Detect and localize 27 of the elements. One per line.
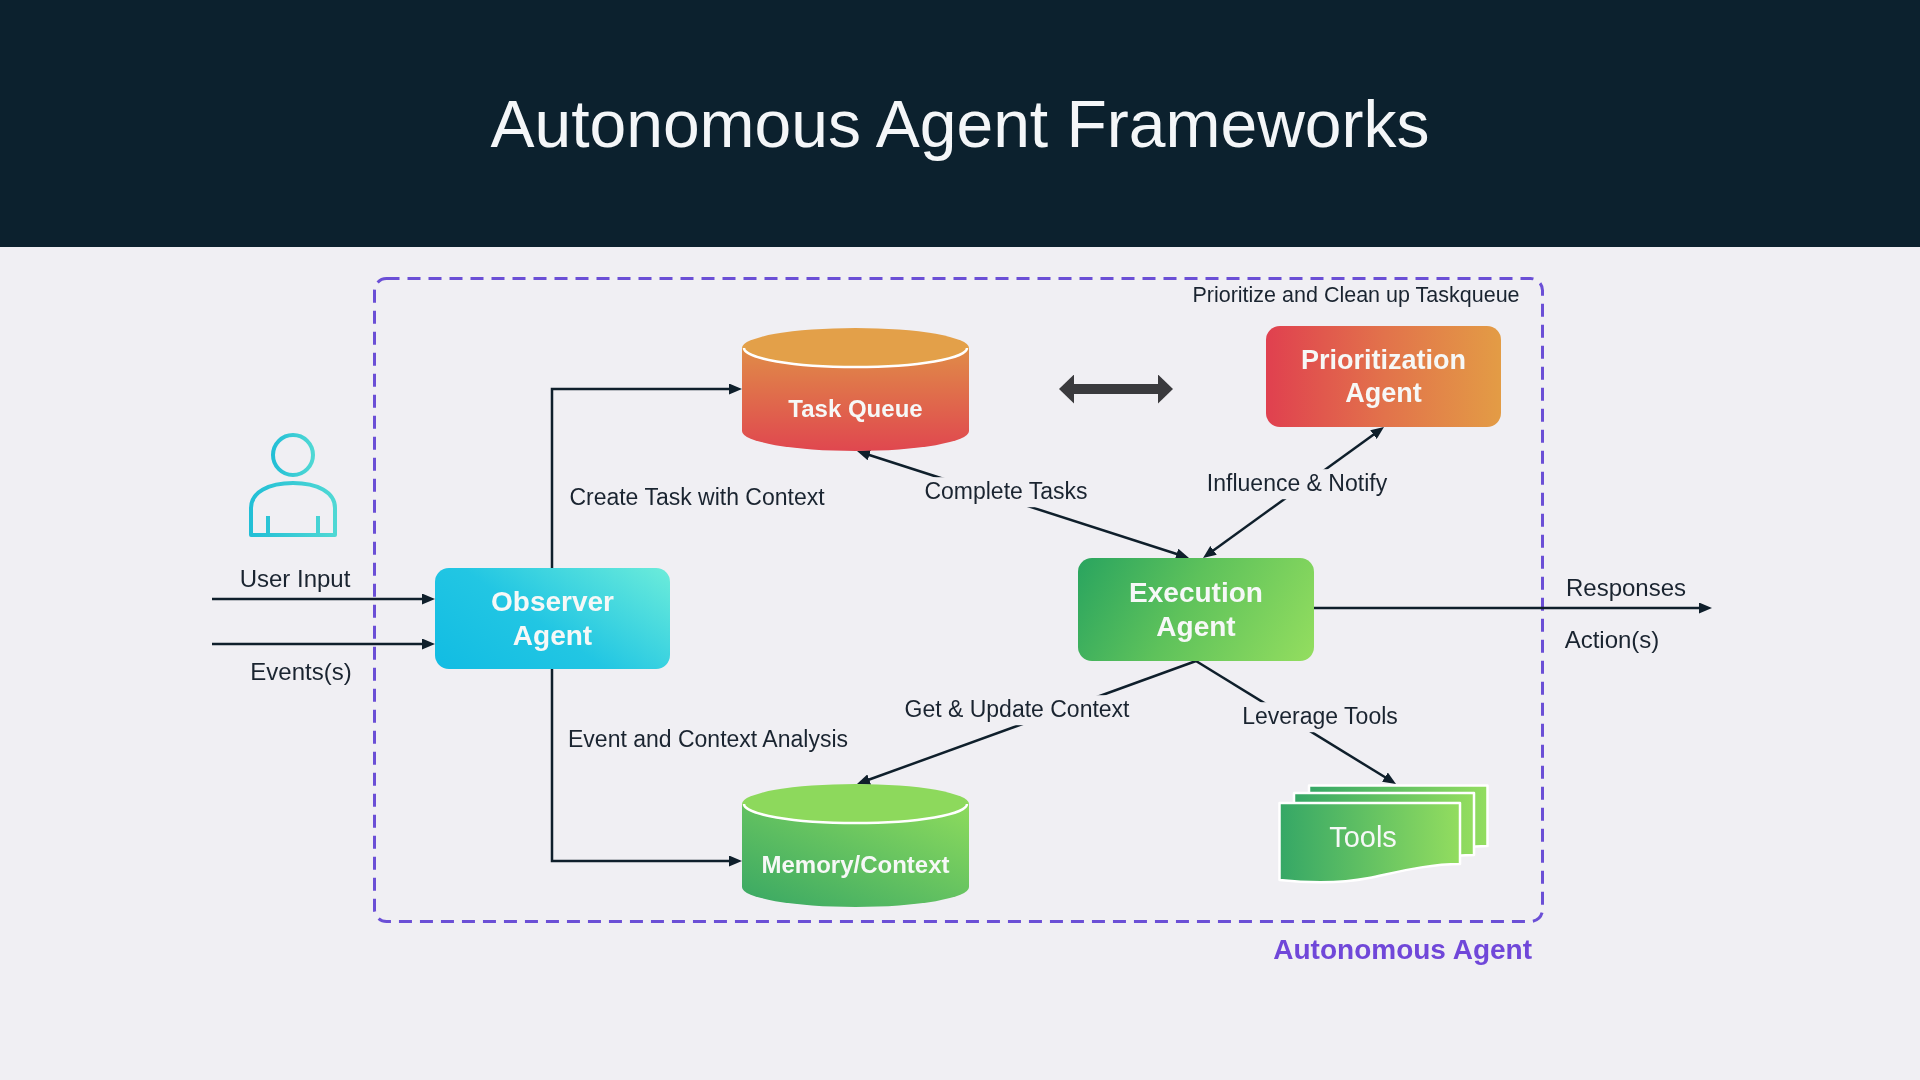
edge-label: Events(s) xyxy=(249,656,353,687)
arrow xyxy=(550,383,742,568)
arrow xyxy=(212,593,435,605)
process-box xyxy=(435,568,670,669)
edge-label: Responses xyxy=(1564,572,1688,603)
database-cylinder xyxy=(742,784,969,907)
edge-label: User Input xyxy=(238,563,352,594)
node-caption: Prioritize and Clean up Taskqueue xyxy=(1191,282,1521,310)
group-label: Autonomous Agent xyxy=(1273,933,1532,967)
node-label: Task Queue xyxy=(788,395,923,424)
database-cylinder xyxy=(742,328,969,451)
node-label: Tools xyxy=(1329,819,1397,855)
node-label: Observer Agent xyxy=(490,584,615,653)
arrow xyxy=(550,669,742,867)
node-label: Memory/Context xyxy=(761,851,950,880)
node-label: Execution Agent xyxy=(1128,575,1264,644)
text-label: Action(s) xyxy=(1563,624,1661,655)
title: Autonomous Agent Frameworks xyxy=(490,87,1430,163)
edge-label: Create Task with Context xyxy=(568,483,826,513)
edge-label: Event and Context Analysis xyxy=(567,725,849,755)
stacked-documents xyxy=(1278,784,1489,884)
arrow xyxy=(212,638,435,650)
process-box xyxy=(1078,558,1314,661)
process-box xyxy=(1266,326,1501,427)
arrow xyxy=(1314,602,1712,614)
double-headed-arrow xyxy=(1059,374,1173,404)
node-label: Prioritization Agent xyxy=(1300,344,1467,409)
